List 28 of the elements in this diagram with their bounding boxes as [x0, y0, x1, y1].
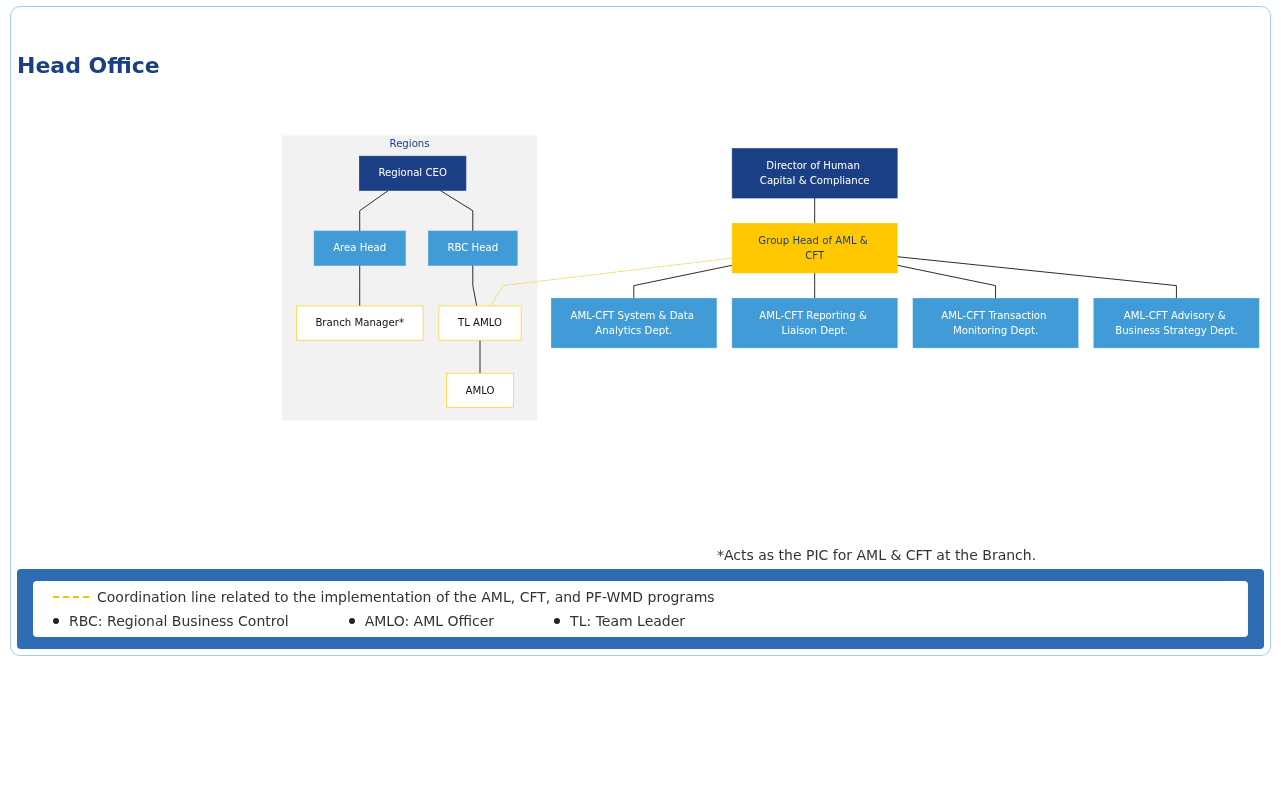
node-box: Area Head [313, 230, 406, 266]
connector [896, 264, 997, 299]
node-box: AML-CFT Advisory & Business Strategy Dept. [1093, 298, 1260, 349]
connector [896, 256, 1177, 299]
connector [472, 264, 478, 307]
footnote: *Acts as the PIC for AML & CFT at the Branch. [717, 547, 1038, 563]
node-box: AML-CFT Reporting & Liaison Dept. [731, 298, 898, 349]
node-box: AMLO [446, 372, 514, 408]
abbreviation-note: RBC: Regional Business Control [69, 613, 289, 629]
connector [439, 189, 474, 232]
connector [633, 264, 733, 299]
abbreviation-note: AMLO: AML Officer [364, 613, 495, 629]
node-box: Branch Manager* [296, 305, 424, 341]
node-box: AML-CFT Transaction Monitoring Dept. [912, 298, 1079, 349]
abbreviation-note: TL: Team Leader [570, 613, 686, 629]
section-heading: Head Office [17, 53, 161, 78]
connector [814, 272, 816, 299]
connector [359, 189, 389, 232]
node-box: Group Head of AML & CFT [731, 223, 898, 274]
node-box: RBC Head [428, 230, 518, 266]
connector [490, 257, 733, 307]
node-box: Regional CEO [359, 155, 467, 191]
connector [359, 264, 361, 307]
connector [814, 197, 816, 224]
node-box: Director of Human Capital & Compliance [731, 148, 898, 199]
legend-text: Coordination line related to the implementation of the AML, CFT, and PF-WMD programs [97, 589, 715, 605]
node-box: TL AMLO [438, 305, 522, 341]
node-box: AML-CFT System & Data Analytics Dept. [551, 298, 717, 349]
